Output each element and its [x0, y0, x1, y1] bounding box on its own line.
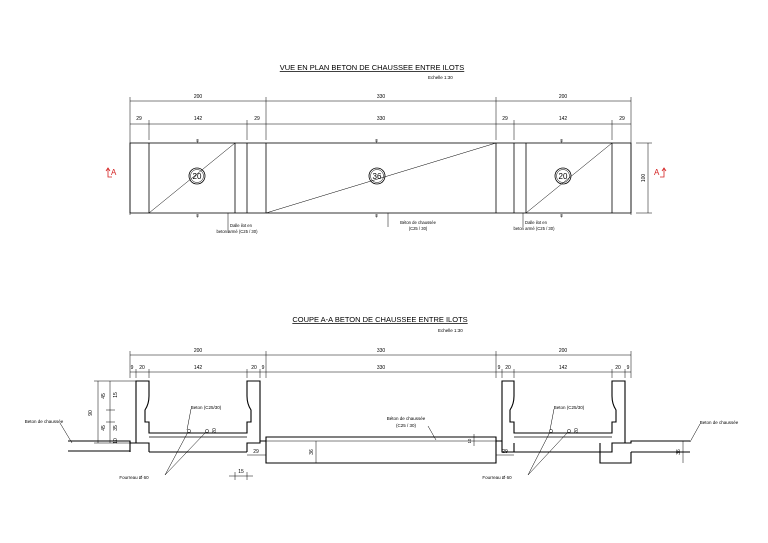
svg-text:142: 142 — [194, 365, 203, 371]
plan-view: VUE EN PLAN BETON DE CHAUSSEE ENTRE ILOT… — [105, 63, 667, 234]
plan-dim-29-a: 29 — [136, 116, 142, 122]
section-scale: Echelle 1:30 — [438, 328, 463, 333]
section-label-chaussee-right: Beton de chaussée — [689, 420, 739, 443]
svg-text:142: 142 — [559, 365, 568, 371]
plan-circle-right: 20 — [554, 167, 572, 185]
plan-note-left: Dalle ilot en beton armé (C25 / 30) — [217, 213, 259, 234]
svg-text:20: 20 — [505, 365, 511, 371]
plan-dim-142-b: 142 — [559, 116, 568, 122]
svg-text:36: 36 — [309, 449, 315, 455]
svg-text:90: 90 — [88, 410, 94, 416]
svg-text:36: 36 — [373, 172, 382, 181]
section-fourreau-right: Fourreau Ø 60 — [482, 431, 569, 480]
section-view: COUPE A-A BETON DE CHAUSSEE ENTRE ILOTS … — [25, 315, 739, 480]
plan-break-marks — [196, 139, 563, 218]
svg-text:45: 45 — [101, 425, 107, 431]
svg-text:beton armé (C25 / 30): beton armé (C25 / 30) — [217, 229, 259, 234]
svg-text:29: 29 — [502, 449, 508, 455]
section-label-mid: Béton de chaussée (C25 / 30) — [387, 416, 437, 441]
fourreaux — [187, 429, 571, 433]
section-dimension-sub: 9 20 142 20 9 330 9 20 142 20 9 — [130, 365, 631, 378]
section-title: COUPE A-A BETON DE CHAUSSEE ENTRE ILOTS — [292, 315, 467, 324]
svg-text:20: 20 — [193, 172, 202, 181]
svg-text:(C25 / 30): (C25 / 30) — [409, 226, 428, 231]
svg-text:45: 45 — [101, 393, 107, 399]
svg-text:36: 36 — [676, 449, 682, 455]
svg-text:Dalle ilot en: Dalle ilot en — [230, 223, 253, 228]
plan-dim-142-a: 142 — [194, 116, 203, 122]
section-label-beton-right: Beton (C25/30) — [549, 405, 585, 431]
section-label-chaussee-left: Beton de chaussée — [25, 419, 73, 444]
section-mark-right: A — [654, 167, 667, 178]
svg-text:9: 9 — [498, 365, 501, 371]
plan-note-right: Dalle ilot en beton armé (C25 / 30) — [514, 213, 556, 231]
plan-dimension-height: 100 — [636, 142, 652, 214]
svg-text:10: 10 — [113, 438, 119, 444]
section-dimension-vertical: 90 45 15 45 35 10 — [88, 380, 136, 444]
svg-text:beton armé (C25 / 30): beton armé (C25 / 30) — [514, 226, 556, 231]
svg-text:20: 20 — [559, 172, 568, 181]
svg-text:330: 330 — [377, 348, 386, 354]
plan-dimension-sub: 29 142 29 330 29 142 29 — [130, 116, 631, 140]
svg-text:29: 29 — [253, 449, 259, 455]
svg-text:200: 200 — [559, 348, 568, 354]
svg-text:Béton de chaussée: Béton de chaussée — [400, 220, 437, 225]
svg-text:9: 9 — [131, 365, 134, 371]
section-fourreau-left: Fourreau Ø 60 — [119, 431, 207, 480]
svg-text:A: A — [654, 168, 660, 177]
plan-dim-29-c: 29 — [502, 116, 508, 122]
plan-dim-29-d: 29 — [619, 116, 625, 122]
section-profile — [68, 380, 690, 464]
svg-text:Beton de chaussée: Beton de chaussée — [25, 419, 64, 424]
svg-text:35: 35 — [113, 425, 119, 431]
svg-text:15: 15 — [238, 469, 244, 475]
svg-text:10: 10 — [467, 438, 472, 443]
svg-text:Beton de chaussée: Beton de chaussée — [700, 420, 739, 425]
svg-text:Dalle ilot en: Dalle ilot en — [525, 220, 548, 225]
svg-text:Fourreau Ø 60: Fourreau Ø 60 — [482, 475, 512, 480]
plan-circle-mid: 36 — [368, 167, 386, 185]
svg-text:A: A — [111, 168, 117, 177]
plan-dim-330: 330 — [377, 94, 386, 100]
plan-circle-left: 20 — [188, 167, 206, 185]
svg-text:Béton de chaussée: Béton de chaussée — [387, 416, 426, 421]
svg-text:20: 20 — [251, 365, 257, 371]
svg-text:Beton (C25/30): Beton (C25/30) — [191, 405, 222, 410]
svg-text:100: 100 — [641, 174, 647, 183]
svg-text:20: 20 — [574, 428, 580, 434]
plan-dim-200-left: 200 — [194, 94, 203, 100]
plan-dim-200-right: 200 — [559, 94, 568, 100]
svg-text:9: 9 — [262, 365, 265, 371]
svg-text:(C25 / 30): (C25 / 30) — [396, 423, 417, 428]
plan-dimension-top: 200 330 200 — [129, 94, 632, 215]
svg-text:Fourreau Ø 60: Fourreau Ø 60 — [119, 475, 149, 480]
plan-note-mid: Béton de chaussée (C25 / 30) — [387, 213, 437, 231]
svg-text:9: 9 — [627, 365, 630, 371]
section-dimension-top: 200 330 200 — [129, 348, 632, 378]
plan-dim-29-b: 29 — [254, 116, 260, 122]
plan-title: VUE EN PLAN BETON DE CHAUSSEE ENTRE ILOT… — [280, 63, 465, 72]
svg-text:200: 200 — [194, 348, 203, 354]
svg-text:330: 330 — [377, 365, 386, 371]
section-dimension-small: 20 20 29 29 36 36 15 10 — [212, 428, 684, 480]
section-mark-left: A — [105, 167, 117, 178]
plan-dim-330-sub: 330 — [377, 116, 386, 122]
section-label-beton-left: Beton (C25/30) — [186, 405, 222, 431]
svg-text:Beton (C25/30): Beton (C25/30) — [554, 405, 585, 410]
svg-text:20: 20 — [615, 365, 621, 371]
svg-text:20: 20 — [139, 365, 145, 371]
svg-text:15: 15 — [113, 392, 119, 398]
plan-scale: Echelle 1:30 — [428, 75, 453, 80]
svg-text:20: 20 — [212, 428, 218, 434]
